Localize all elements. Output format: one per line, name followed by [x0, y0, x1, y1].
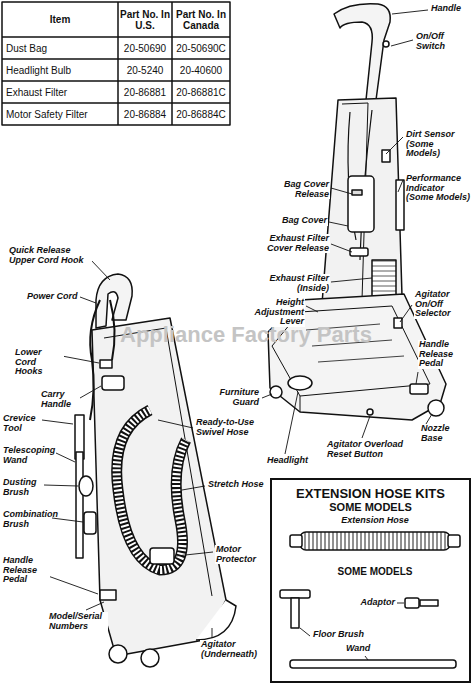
callout-label: Height Adjustment Lever	[245, 298, 305, 327]
table-cell: Dust Bag	[2, 37, 118, 59]
callout-label: Lower Cord Hooks	[14, 348, 64, 377]
kit-box: EXTENSION HOSE KITSSOME MODELS	[270, 478, 471, 683]
table-cell: 20-5240	[118, 59, 172, 81]
table-cell: 20-86884C	[172, 103, 230, 125]
table-cell: 20-50690	[118, 37, 172, 59]
kit-subheading: SOME MODELS	[325, 566, 425, 577]
kit-subheading: SOME MODELS	[272, 501, 469, 513]
callout-label: Carry Handle	[40, 390, 80, 409]
kit-label: Wand	[345, 644, 385, 654]
table-header: Part No. In U.S.	[118, 2, 172, 37]
table-cell: Headlight Bulb	[2, 59, 118, 81]
callout-label: Quick Release Upper Cord Hook	[8, 246, 92, 265]
callout-label: Nozzle Base	[420, 424, 468, 443]
callout-label: Exhaust Filter (Inside)	[262, 274, 330, 293]
callout-label: Bag Cover	[270, 216, 328, 226]
callout-label: Agitator On/Off Selector	[414, 290, 470, 319]
table-cell: 20-86881	[118, 81, 172, 103]
table-cell: 20-86884	[118, 103, 172, 125]
table-header: Part No. In Canada	[172, 2, 230, 37]
callout-label: Ready-to-Use Swivel Hose	[195, 418, 269, 437]
table-cell: Motor Safety Filter	[2, 103, 118, 125]
callout-label: Furniture Guard	[204, 388, 260, 407]
callout-label: Handle Release Pedal	[418, 340, 470, 369]
table-cell: 20-40600	[172, 59, 230, 81]
callout-label: Motor Protector	[215, 545, 267, 564]
callout-label: Stretch Hose	[207, 480, 267, 490]
callout-label: Crevice Tool	[2, 414, 42, 433]
kit-label: Adaptor	[350, 598, 396, 608]
callout-label: Agitator (Underneath)	[200, 640, 262, 659]
callout-label: Telescoping Wand	[2, 446, 56, 465]
table-cell: Exhaust Filter	[2, 81, 118, 103]
callout-label: Model/Serial Numbers	[48, 612, 108, 631]
kit-label: Extension Hose	[330, 516, 420, 526]
table-cell: 20-86881C	[172, 81, 230, 103]
table-cell: 20-50690C	[172, 37, 230, 59]
table-header: Item	[2, 2, 118, 37]
callout-label: Handle Release Pedal	[2, 556, 50, 585]
callout-label: Combination Brush	[2, 510, 52, 529]
callout-label: On/Off Switch	[415, 32, 467, 51]
kit-label: Floor Brush	[312, 630, 372, 640]
callout-label: Bag Cover Release	[270, 180, 330, 199]
callout-label: Dirt Sensor (Some Models)	[405, 130, 467, 159]
callout-label: Agitator Overload Reset Button	[326, 440, 410, 459]
callout-label: Performance Indicator (Some Models)	[405, 174, 471, 203]
callout-label: Headlight	[266, 456, 316, 466]
callout-label: Dusting Brush	[2, 478, 44, 497]
kit-heading: EXTENSION HOSE KITS	[272, 486, 469, 501]
callout-label: Exhaust Filter Cover Release	[262, 234, 330, 253]
callout-label: Handle	[430, 4, 470, 14]
callout-label: Power Cord	[26, 292, 80, 302]
